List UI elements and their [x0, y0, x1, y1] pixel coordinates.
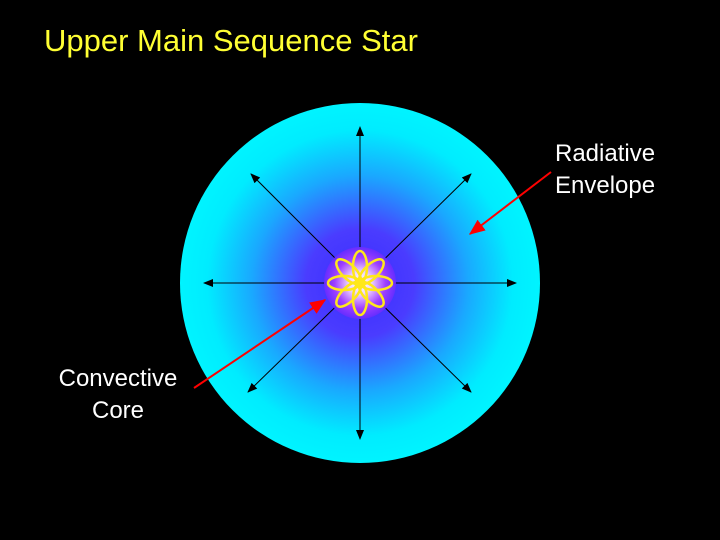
convective-core-label-line2: Core	[91, 397, 145, 424]
convective-core-label: Convective Core	[48, 363, 188, 427]
radiative-envelope-label-line2: Envelope	[555, 172, 656, 199]
page-title: Upper Main Sequence Star	[44, 23, 418, 58]
convection-loop-icon	[326, 249, 394, 317]
radiative-envelope-pointer	[468, 171, 552, 235]
radiative-envelope-label-line1: Radiative	[555, 140, 656, 167]
radiative-envelope-label: Radiative Envelope	[555, 138, 655, 202]
convective-core-pointer	[193, 299, 327, 389]
convective-core-label-line1: Convective	[58, 365, 178, 392]
